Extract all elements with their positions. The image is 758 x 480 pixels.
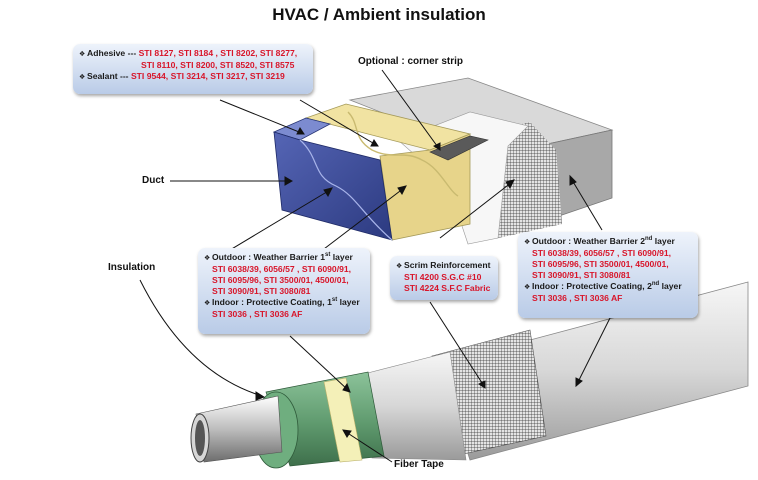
corner-strip-label: Optional : corner strip <box>358 56 464 67</box>
arrow-first-layer-duct <box>319 187 405 253</box>
first-indoor-line: STI 3036 , STI 3036 AF <box>212 309 303 319</box>
fiber-tape-band <box>323 377 363 463</box>
arrow-scrim-duct <box>439 181 513 239</box>
bullet-icon: ❖ <box>79 51 86 58</box>
arrow-second-layer-duct <box>571 179 603 231</box>
sealant-row: ❖Sealant --- STI 9544, STI 3214, STI 321… <box>79 71 307 83</box>
corner-strip <box>429 135 489 161</box>
second-indoor-line: STI 3036 , STI 3036 AF <box>532 293 623 303</box>
metal-pipe-bore <box>195 420 205 456</box>
adhesive-label: Adhesive --- <box>87 48 137 58</box>
first-indoor-heading: ❖Indoor : Protective Coating, 1st layer <box>204 297 360 307</box>
metal-pipe-body <box>195 395 283 463</box>
second-indoor-heading: ❖Indoor : Protective Coating, 2nd layer <box>524 281 682 291</box>
second-outdoor-line1: STI 6038/39, 6056/57 , STI 6090/91, <box>532 248 672 258</box>
arrow-corner-strip <box>381 69 441 151</box>
adhesive-sealant-box: ❖Adhesive --- STI 8127, STI 8184 , STI 8… <box>73 44 313 94</box>
second-outdoor-line3: STI 3090/91, STI 3080/81 <box>532 270 631 280</box>
duct-blue-front <box>273 131 393 241</box>
scrim-line2: STI 4224 S.F.C Fabric <box>404 283 491 293</box>
bullet-icon: ❖ <box>524 239 531 246</box>
sealant-products: STI 9544, STI 3214, STI 3217, STI 3219 <box>130 71 285 81</box>
sealant-label: Sealant --- <box>87 71 129 81</box>
adhesive-row: ❖Adhesive --- STI 8127, STI 8184 , STI 8… <box>79 48 307 60</box>
second-outdoor-heading: ❖Outdoor : Weather Barrier 2nd layer <box>524 236 675 246</box>
duct-blue-torn-edge <box>299 139 393 241</box>
bullet-icon: ❖ <box>524 284 531 291</box>
first-outdoor-heading: ❖Outdoor : Weather Barrier 1st layer <box>204 252 353 262</box>
page-title: HVAC / Ambient insulation <box>272 5 486 24</box>
scrim-reinforcement-box: ❖Scrim Reinforcement STI 4200 S.G.C #10 … <box>390 256 498 300</box>
arrow-first-layer-pipe <box>289 335 349 391</box>
first-outdoor-line1: STI 6038/39, 6056/57 , STI 6090/91, <box>212 264 352 274</box>
arrow-second-layer-pipe <box>577 309 615 383</box>
adhesive-products-line1: STI 8127, STI 8184 , STI 8202, STI 8277, <box>138 48 298 58</box>
arrow-insulation-pipe <box>139 279 263 397</box>
first-layer-box: ❖Outdoor : Weather Barrier 1st layer STI… <box>198 248 370 334</box>
bullet-icon: ❖ <box>396 263 403 270</box>
bullet-icon: ❖ <box>79 74 86 81</box>
second-outdoor-line2: STI 6095/96, STI 3500/01, 4500/01, <box>532 259 669 269</box>
first-outdoor-line2: STI 6095/96, STI 3500/01, 4500/01, <box>212 275 349 285</box>
arrow-scrim-pipe <box>429 301 485 387</box>
arrow-fiber-tape <box>345 431 393 463</box>
bullet-icon: ❖ <box>204 255 211 262</box>
scrim-heading: ❖Scrim Reinforcement <box>396 260 491 270</box>
second-layer-box: ❖Outdoor : Weather Barrier 2nd layer STI… <box>518 232 698 318</box>
bullet-icon: ❖ <box>204 300 211 307</box>
duct-illustration <box>272 77 614 245</box>
arrow-adhesive <box>219 99 305 135</box>
scrim-line1: STI 4200 S.G.C #10 <box>404 272 482 282</box>
fiber-tape-label: Fiber Tape <box>394 459 444 470</box>
insulation-label: Insulation <box>108 262 156 273</box>
duct-label: Duct <box>142 175 165 186</box>
adhesive-products-line2: STI 8110, STI 8200, STI 8520, STI 8575 <box>141 60 295 70</box>
duct-insulation-torn-edge <box>347 111 459 197</box>
first-outdoor-line3: STI 3090/91, STI 3080/81 <box>212 286 311 296</box>
arrow-sealant <box>299 99 379 147</box>
